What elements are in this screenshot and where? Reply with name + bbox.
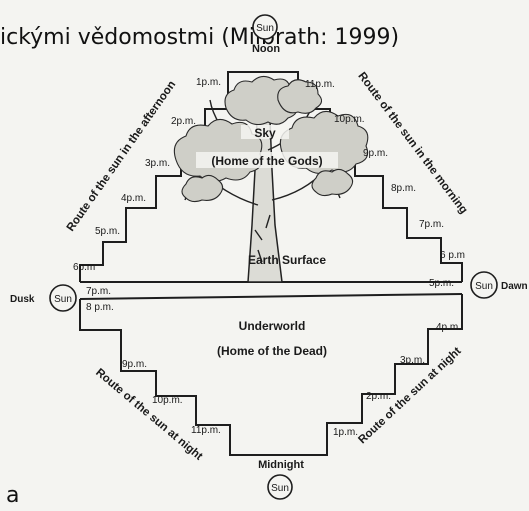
hour-label: 8 p.m. <box>86 302 114 313</box>
hour-label: 3p.m. <box>145 158 170 169</box>
hour-label: 7p.m. <box>419 219 444 230</box>
hour-label: 3p.m. <box>400 355 425 366</box>
hour-label: 5p.m. <box>429 278 454 289</box>
hour-label: 9p.m. <box>122 359 147 370</box>
hour-label: 11p.m. <box>305 79 335 90</box>
midnight-label: Midnight <box>258 459 304 471</box>
hour-label: 10p.m. <box>152 395 183 406</box>
hour-label: 9p.m. <box>363 148 388 159</box>
earth-surface-label: Earth Surface <box>248 253 326 267</box>
hour-label: 4p.m. <box>436 322 461 333</box>
hour-label: 10p.m. <box>334 114 365 125</box>
world-tree <box>174 76 367 282</box>
hour-label: 1p.m. <box>333 427 358 438</box>
hour-label: 11p.m. <box>191 425 221 436</box>
hour-label: 1p.m. <box>196 77 221 88</box>
hour-label: 6 p.m <box>440 250 465 261</box>
earth-surface-band <box>80 282 462 299</box>
caption-title: ickými vědomostmi (Milbrath: 1999) <box>0 25 399 50</box>
hour-label: 2p.m. <box>171 116 196 127</box>
midnight-sun-symbol: Sun <box>271 483 289 494</box>
noon-label: Noon <box>252 43 280 55</box>
dusk-label: Dusk <box>10 294 35 305</box>
hour-label: 6p.m <box>73 262 95 273</box>
panel-letter: a <box>6 483 19 508</box>
dusk-sun: Sun <box>50 285 76 311</box>
hour-label: 4p.m. <box>121 193 146 204</box>
dusk-sun-symbol: Sun <box>54 294 72 305</box>
sky-label: Sky <box>254 126 276 140</box>
noon-sun: Sun <box>253 15 277 39</box>
hour-label: 7p.m. <box>86 286 111 297</box>
dawn-sun-symbol: Sun <box>475 281 493 292</box>
underworld-label: Underworld <box>239 319 306 333</box>
dawn-label: Dawn <box>501 281 528 292</box>
sky-sublabel: (Home of the Gods) <box>211 154 322 168</box>
midnight-sun: Sun <box>268 475 292 499</box>
underworld-sublabel: (Home of the Dead) <box>217 344 327 358</box>
hour-label: 8p.m. <box>391 183 416 194</box>
dawn-sun: Sun <box>471 272 497 298</box>
route-afternoon-label: Route of the sun in the afternoon <box>65 79 179 234</box>
route-night-left-label: Route of the sun at night <box>93 367 205 463</box>
hour-label: 5p.m. <box>95 226 120 237</box>
hour-label: 2p.m. <box>366 391 391 402</box>
route-morning-label: Route of the sun in the morning <box>355 70 469 216</box>
noon-sun-symbol: Sun <box>256 23 274 34</box>
